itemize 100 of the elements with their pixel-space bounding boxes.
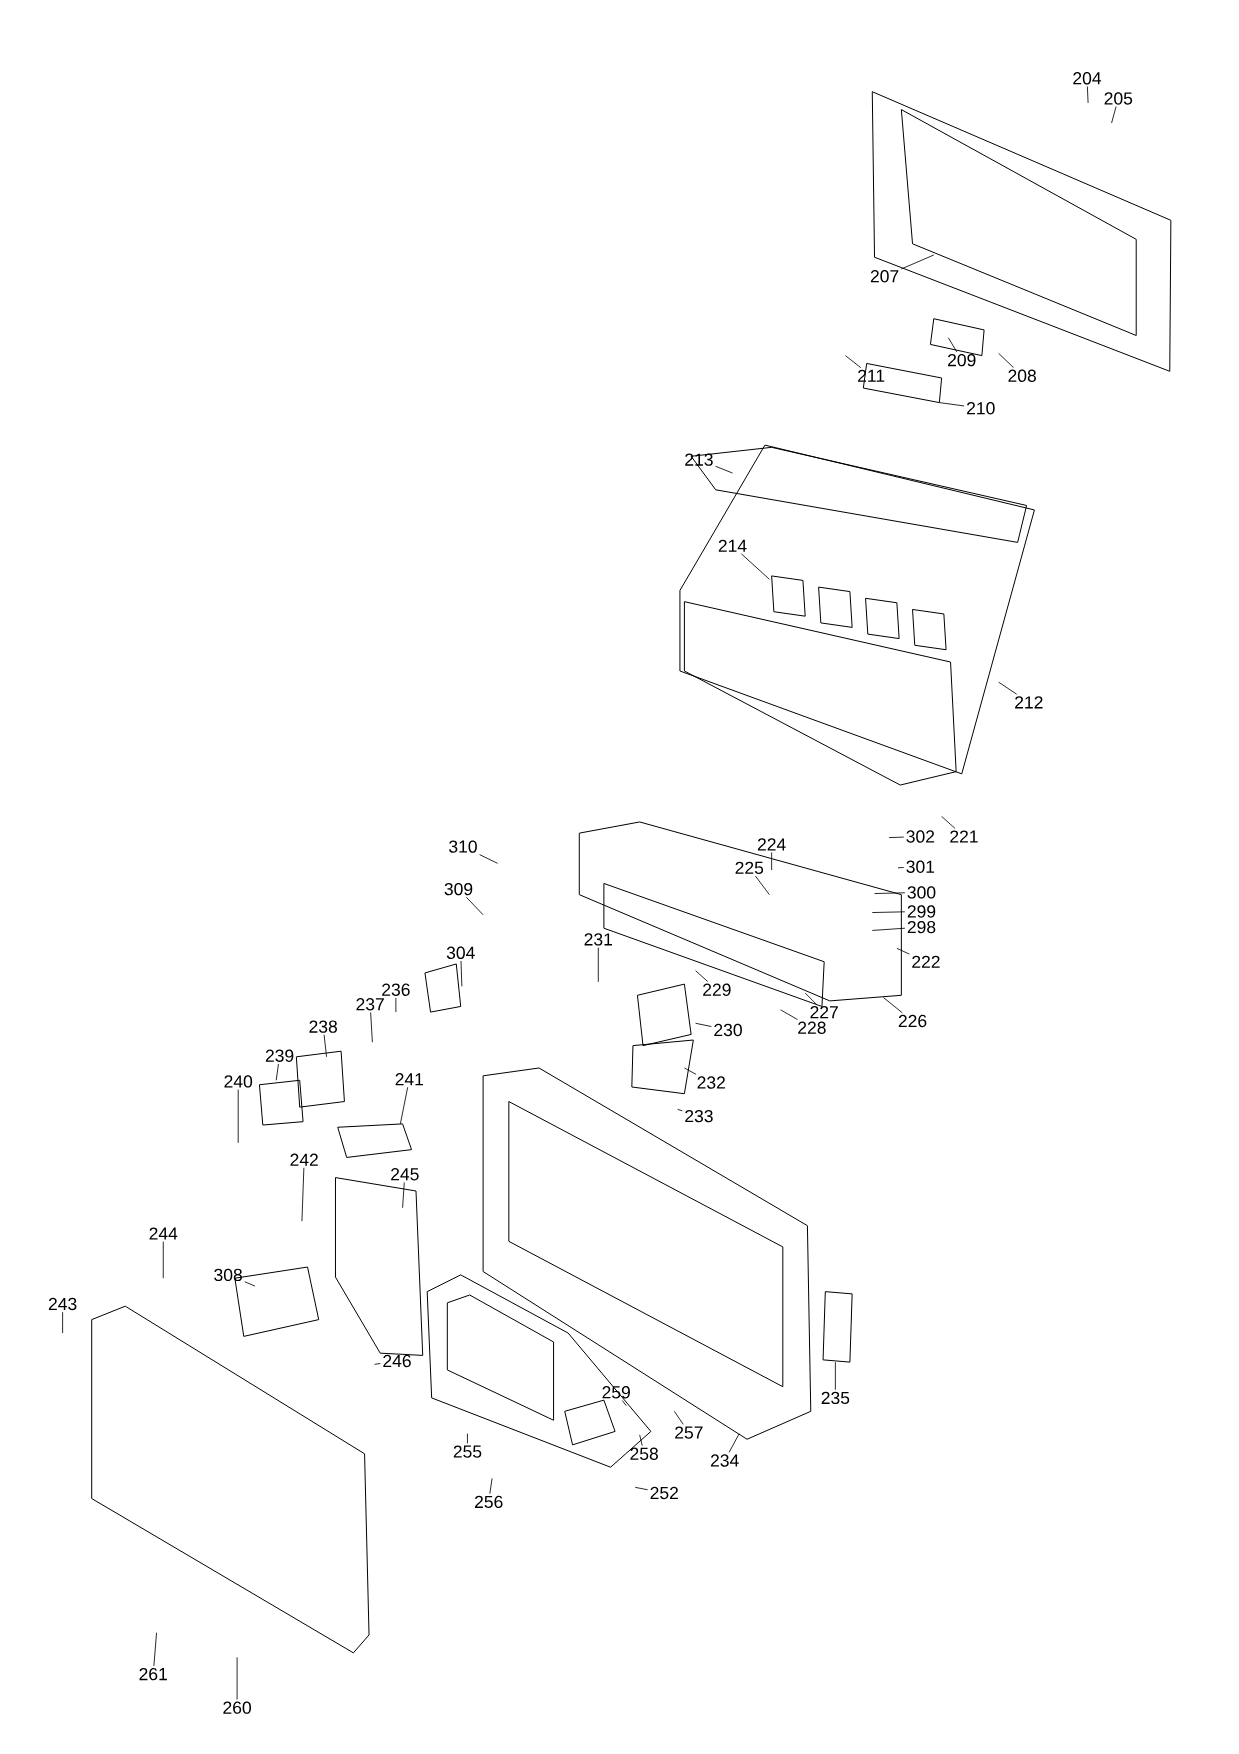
callout-number: 259: [602, 1386, 630, 1399]
leader-line: [845, 355, 862, 369]
leader-line: [597, 947, 599, 983]
callout-number: 243: [48, 1297, 77, 1311]
leader-line: [715, 465, 733, 474]
callout-number: 227: [810, 1006, 838, 1019]
callout-number: 221: [950, 830, 978, 843]
callout-number: 238: [309, 1020, 337, 1033]
callout-number: 233: [685, 1109, 713, 1123]
leader-line: [874, 892, 906, 894]
callout-number: 310: [449, 840, 477, 853]
callout-number: 241: [395, 1073, 423, 1086]
leader-line: [374, 1363, 381, 1365]
callout-number: 300: [907, 886, 936, 899]
callout-number: 211: [858, 369, 885, 382]
callout-number: 298: [907, 920, 936, 934]
leader-line: [395, 997, 397, 1013]
leader-line: [900, 254, 935, 270]
leader-line: [771, 852, 773, 871]
callout-number: 309: [444, 882, 473, 896]
leader-line: [677, 1108, 683, 1112]
callout-number: 258: [630, 1447, 658, 1460]
leader-line: [237, 1089, 239, 1144]
leader-line: [938, 402, 965, 407]
callout-number: 229: [703, 983, 731, 996]
leader-line: [883, 997, 903, 1014]
callout-number: 208: [1008, 369, 1036, 382]
leader-line: [780, 1009, 798, 1020]
leader-line: [275, 1063, 279, 1081]
callout-number: 234: [710, 1454, 739, 1467]
callout-number: 210: [967, 402, 995, 415]
leader-line: [871, 927, 906, 931]
leader-line: [236, 1656, 238, 1700]
leader-line: [947, 337, 958, 353]
callout-number: 304: [446, 946, 475, 959]
leader-line: [370, 1012, 373, 1043]
callout-number: 209: [948, 353, 976, 367]
callout-number: 302: [906, 830, 935, 843]
callout-number: 231: [584, 933, 612, 946]
callout-number: 244: [149, 1227, 178, 1240]
callout-number: 205: [1104, 92, 1133, 105]
leader-line: [684, 1067, 697, 1075]
callout-number: 308: [214, 1268, 242, 1282]
callout-number: 230: [714, 1023, 742, 1037]
leader-line: [695, 970, 709, 982]
callout-number: 255: [453, 1445, 482, 1458]
leader-line: [479, 854, 499, 864]
leader-line: [62, 1311, 64, 1334]
leader-line: [804, 992, 817, 1005]
callout-number: 240: [224, 1075, 253, 1088]
callout-number: 235: [821, 1391, 850, 1405]
leader-line: [998, 352, 1014, 368]
callout-number: 260: [223, 1701, 251, 1714]
callout-number: 299: [907, 905, 936, 918]
callout-number: 252: [650, 1486, 678, 1500]
callout-number: 222: [912, 955, 940, 968]
callout-number: 239: [265, 1049, 294, 1062]
leader-line: [460, 960, 463, 987]
leader-line: [673, 1410, 684, 1425]
leader-line: [399, 1086, 409, 1125]
leader-line: [489, 1478, 493, 1495]
callout-number: 256: [475, 1495, 503, 1509]
leader-line: [153, 1632, 157, 1667]
leader-line: [741, 553, 770, 580]
leader-line: [871, 911, 906, 913]
leader-line: [888, 836, 905, 839]
leader-line: [1086, 86, 1089, 104]
leader-line: [162, 1241, 164, 1279]
leader-line: [465, 896, 484, 916]
leader-line: [897, 867, 905, 869]
callout-number: 242: [290, 1153, 318, 1166]
leader-line: [896, 947, 910, 955]
callout-number: 212: [1015, 696, 1043, 709]
callout-number: 237: [356, 998, 384, 1011]
callout-number: 204: [1073, 72, 1102, 85]
callout-number: 214: [718, 539, 747, 552]
callout-number: 225: [735, 861, 764, 874]
leader-line: [639, 1434, 643, 1446]
callout-number: 261: [139, 1667, 167, 1681]
callout-number: 207: [870, 270, 899, 283]
callout-number: 245: [391, 1168, 419, 1181]
leader-line: [402, 1182, 405, 1209]
leader-line: [755, 875, 770, 896]
callout-number: 232: [697, 1076, 725, 1089]
leader-line: [941, 815, 956, 829]
leader-line: [1111, 106, 1117, 124]
callout-number: 213: [685, 453, 713, 466]
callout-number: 224: [757, 838, 786, 851]
leader-line: [621, 1400, 627, 1407]
callout-number: 226: [898, 1014, 927, 1028]
leader-line: [695, 1022, 712, 1027]
callout-number: 301: [906, 860, 935, 873]
leader-line: [998, 681, 1018, 695]
leader-line: [301, 1167, 305, 1222]
leader-line: [467, 1433, 468, 1444]
leader-line: [244, 1281, 256, 1287]
callout-number: 257: [675, 1426, 703, 1439]
callout-number: 228: [798, 1021, 826, 1034]
leader-line: [728, 1433, 740, 1453]
leader-line: [634, 1486, 649, 1491]
